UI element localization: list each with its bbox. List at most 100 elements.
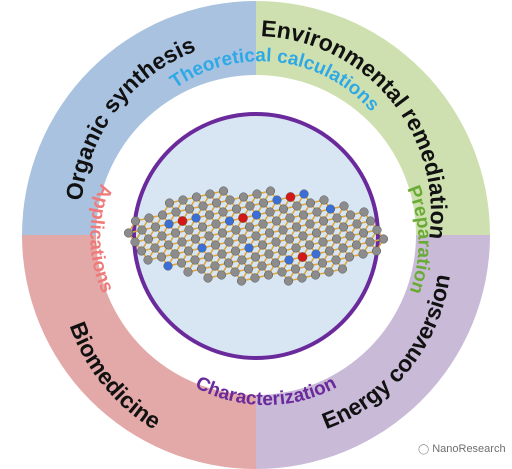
carbon-atom — [278, 225, 288, 235]
carbon-atom — [170, 249, 180, 259]
nitrogen-atom — [325, 204, 336, 214]
carbon-atom — [277, 267, 287, 277]
metal-atom — [297, 252, 308, 262]
carbon-atom — [236, 276, 247, 286]
carbon-atom — [190, 234, 201, 244]
carbon-atom — [251, 231, 261, 241]
carbon-atom — [197, 222, 208, 232]
carbon-atom — [298, 210, 309, 220]
carbon-atom — [311, 228, 322, 238]
carbon-atom — [265, 207, 275, 217]
carbon-atom — [298, 231, 308, 241]
carbon-atom — [238, 192, 249, 202]
carbon-atom — [225, 195, 235, 205]
carbon-atom — [358, 228, 369, 238]
nitrogen-atom — [164, 219, 174, 229]
carbon-atom — [244, 222, 255, 232]
carbon-atom — [317, 258, 328, 268]
carbon-atom — [217, 249, 227, 259]
nitrogen-atom — [311, 249, 321, 259]
carbon-atom — [156, 252, 167, 262]
carbon-atom — [318, 216, 329, 226]
carbon-atom — [365, 216, 376, 226]
carbon-atom — [230, 246, 241, 256]
carbon-atom — [216, 270, 227, 280]
carbon-atom — [177, 237, 187, 247]
carbon-atom — [304, 240, 315, 250]
carbon-atom — [264, 249, 274, 259]
carbon-atom — [284, 234, 295, 244]
carbon-atom — [250, 252, 261, 262]
nitrogen-atom — [272, 195, 282, 205]
metal-atom — [285, 192, 296, 202]
carbon-atom — [203, 273, 213, 283]
carbon-atom — [344, 252, 355, 262]
carbon-atom — [205, 189, 215, 199]
carbon-atom — [218, 207, 228, 217]
carbon-atom — [136, 246, 147, 256]
carbon-atom — [292, 201, 302, 211]
nitrogen-atom — [224, 216, 235, 226]
carbon-atom — [258, 198, 269, 208]
watermark-text: NanoResearch — [432, 443, 506, 455]
carbon-atom — [250, 273, 260, 283]
carbon-atom — [203, 252, 214, 262]
carbon-atom — [257, 240, 268, 250]
carbon-atom — [150, 243, 160, 253]
carbon-atom — [196, 264, 207, 274]
carbon-atom — [319, 195, 329, 205]
carbon-atom — [304, 261, 314, 271]
carbon-atom — [184, 225, 194, 235]
carbon-atom — [312, 207, 322, 217]
carbon-atom — [198, 201, 208, 211]
carbon-atom — [183, 267, 193, 277]
carbon-atom — [371, 246, 382, 256]
carbon-atom — [290, 264, 301, 274]
carbon-atom — [331, 234, 342, 244]
carbon-atom — [378, 234, 389, 244]
carbon-atom — [265, 186, 276, 196]
carbon-atom — [190, 255, 200, 265]
carbon-atom — [345, 210, 356, 220]
carbon-atom — [130, 237, 140, 247]
carbon-atom — [204, 231, 214, 241]
carbon-atom — [263, 270, 274, 280]
metal-atom — [238, 213, 248, 223]
carbon-atom — [130, 216, 141, 226]
carbon-atom — [352, 219, 362, 229]
carbon-atom — [176, 258, 187, 268]
wechat-icon: ◯ — [418, 443, 430, 455]
carbon-atom — [183, 246, 194, 256]
carbon-atom — [324, 267, 334, 277]
carbon-atom — [204, 210, 215, 220]
metal-atom — [177, 216, 188, 226]
carbon-atom — [217, 228, 228, 238]
carbon-atom — [324, 246, 335, 256]
carbon-atom — [351, 240, 362, 250]
carbon-atom — [137, 225, 147, 235]
carbon-atom — [358, 249, 368, 259]
nitrogen-atom — [299, 189, 309, 199]
carbon-atom — [337, 264, 348, 274]
carbon-atom — [331, 255, 341, 265]
carbon-atom — [257, 261, 267, 271]
carbon-atom — [258, 219, 268, 229]
nitrogen-atom — [163, 261, 173, 271]
carbon-atom — [245, 201, 255, 211]
carbon-atom — [171, 207, 181, 217]
carbon-atom — [164, 198, 175, 208]
carbon-atom — [277, 246, 288, 256]
nitrogen-atom — [284, 255, 294, 265]
carbon-atom — [338, 243, 348, 253]
carbon-atom — [278, 204, 289, 214]
carbon-atom — [237, 255, 247, 265]
carbon-atom — [210, 261, 220, 271]
carbon-atom — [178, 195, 188, 205]
carbon-atom — [230, 267, 240, 277]
carbon-atom — [157, 210, 168, 220]
carbon-atom — [365, 237, 375, 247]
carbon-atom — [144, 213, 154, 223]
carbon-atom — [338, 222, 349, 232]
carbon-atom — [163, 240, 174, 250]
carbon-atom — [318, 237, 328, 247]
